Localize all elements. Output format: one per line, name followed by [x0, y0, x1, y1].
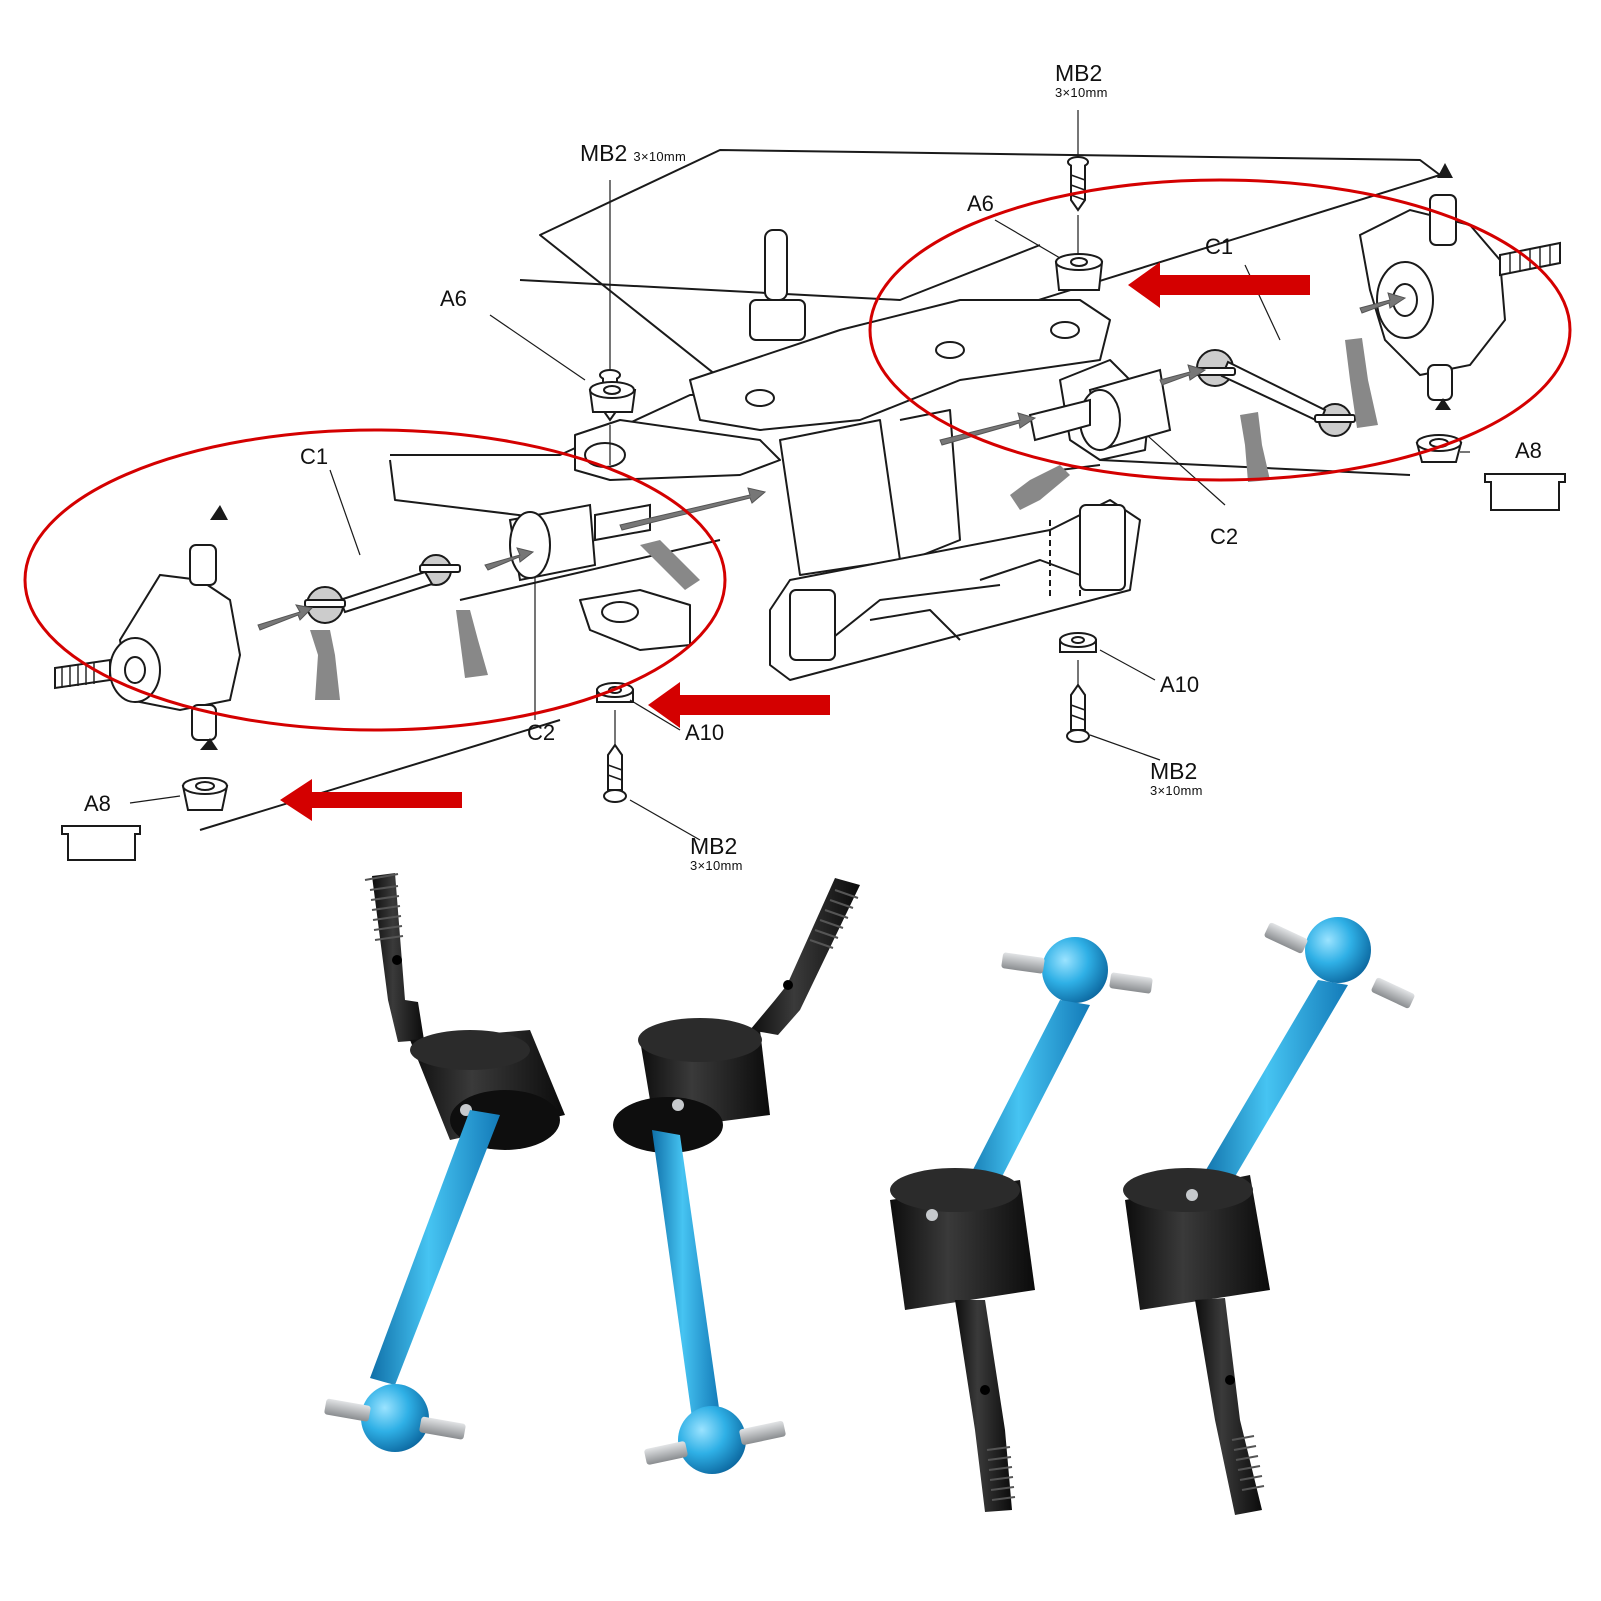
part-size: 3×10mm — [633, 149, 687, 164]
bushing-icon — [181, 777, 229, 811]
part-size: 3×10mm — [690, 858, 743, 873]
label-c1-right: C1 — [1205, 234, 1234, 259]
driveshaft-part-1 — [324, 873, 565, 1452]
label-mb2-top-center: MB2 3×10mm — [580, 142, 686, 165]
screw-icon — [1067, 156, 1089, 212]
label-mb2-bottom-center: MB2 3×10mm — [690, 833, 743, 873]
label-a8-left: A8 — [84, 791, 111, 816]
driveshaft-part-2 — [613, 878, 860, 1474]
right-drive-assembly — [1010, 194, 1561, 510]
washer-icon — [1059, 632, 1097, 653]
driveshaft-part-3 — [890, 937, 1153, 1512]
label-a10-right: A10 — [1160, 672, 1200, 697]
label-c2-left: C2 — [527, 720, 556, 745]
part-code: MB2 — [1150, 758, 1198, 784]
label-a6-right: A6 — [967, 191, 994, 216]
assembly-arrows — [257, 292, 1407, 631]
chassis-drawing — [199, 149, 1441, 831]
red-arrow-icon — [648, 682, 830, 728]
hardware — [61, 110, 1566, 861]
part-code: MB2 — [690, 833, 738, 859]
screw-icon — [603, 743, 627, 803]
label-c2-right: C2 — [1210, 524, 1239, 549]
part-size: 3×10mm — [1055, 85, 1108, 100]
label-mb2-bottom-right: MB2 3×10mm — [1150, 758, 1203, 798]
red-arrows — [280, 262, 1310, 821]
label-a10-left: A10 — [685, 720, 725, 745]
label-mb2-top-right: MB2 3×10mm — [1055, 60, 1108, 100]
screw-icon — [1066, 683, 1090, 743]
left-drive-assembly — [54, 503, 700, 741]
part-code: MB2 — [1055, 60, 1103, 86]
driveshaft-part-4 — [1123, 917, 1415, 1515]
spacer-icon — [588, 381, 637, 413]
label-c1-left: C1 — [300, 444, 329, 469]
red-arrow-icon — [1128, 262, 1310, 308]
red-highlights — [23, 178, 1572, 732]
spacer-icon — [1054, 253, 1104, 291]
label-a6-left: A6 — [440, 286, 467, 311]
product-photo — [324, 873, 1415, 1515]
right-highlight-ellipse — [868, 178, 1572, 482]
part-code: MB2 — [580, 140, 628, 166]
label-a8-right: A8 — [1515, 438, 1542, 463]
part-size: 3×10mm — [1150, 783, 1203, 798]
direction-arrows — [200, 163, 1453, 750]
left-highlight-ellipse — [23, 428, 727, 732]
red-arrow-icon — [280, 779, 462, 821]
